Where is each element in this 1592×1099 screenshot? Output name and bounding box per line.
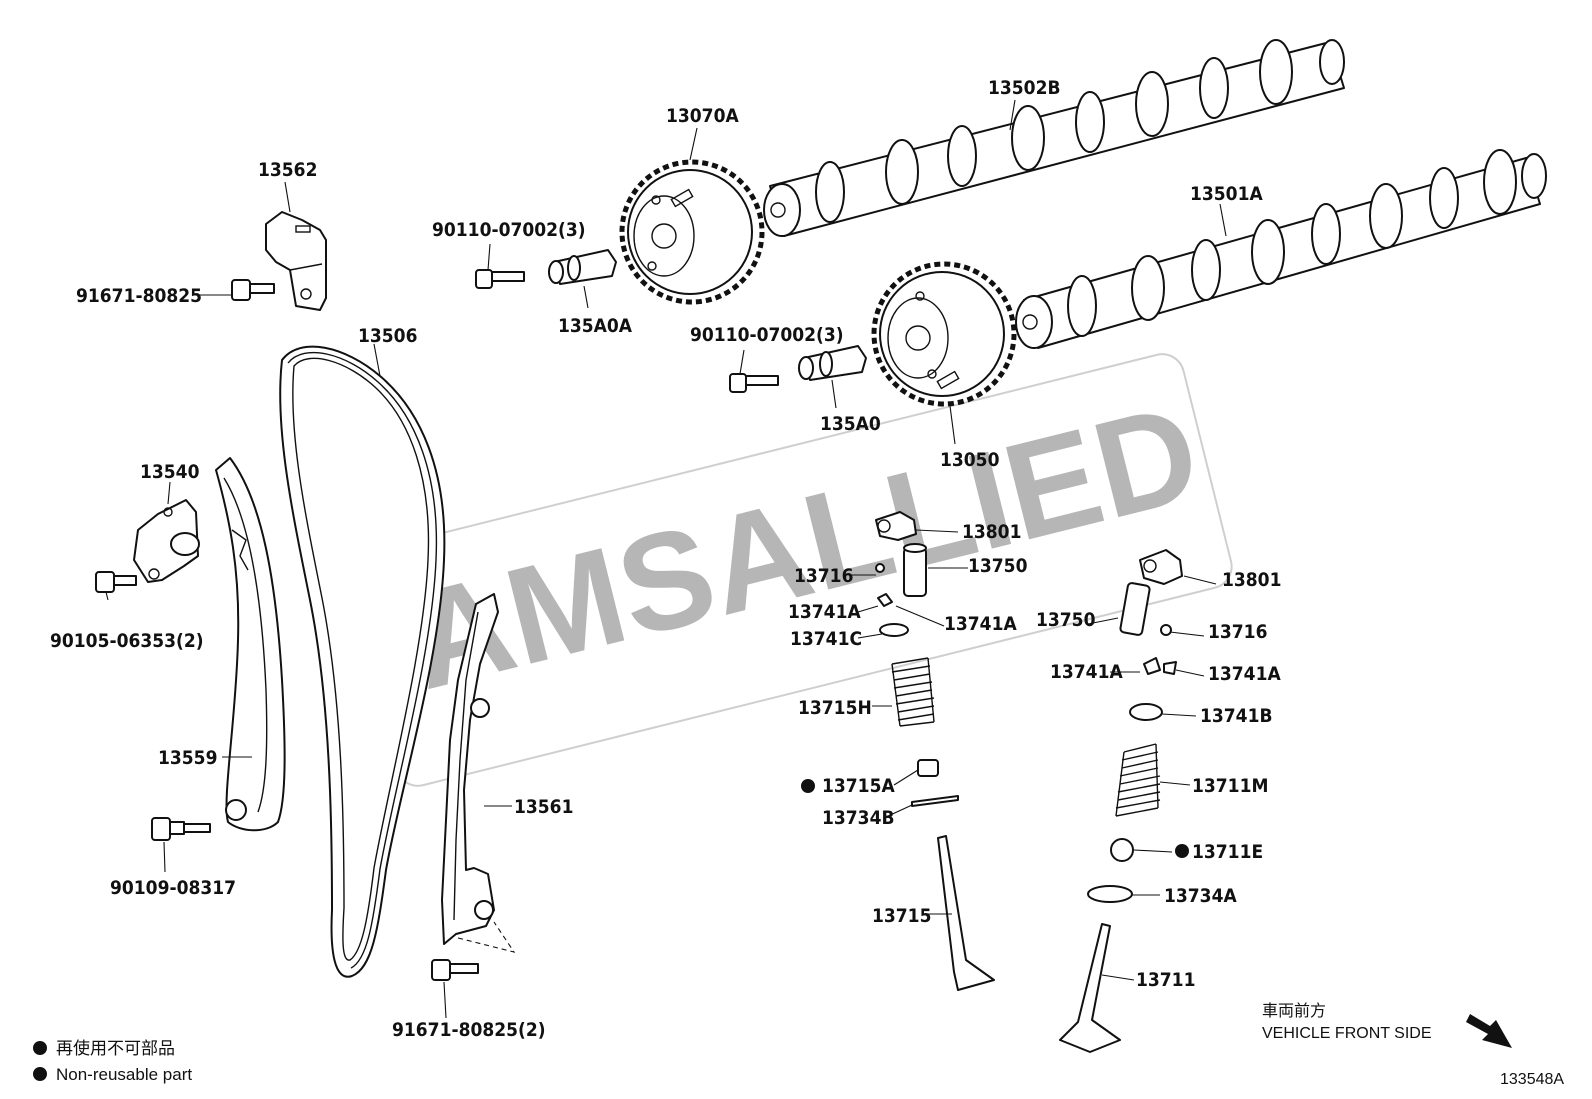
rocker-arm-right <box>1139 549 1183 585</box>
label-91671-80825: 91671-80825 <box>76 285 202 307</box>
label-13741A-right-2: 13741A <box>1208 663 1281 685</box>
camshaft-timing-gear-13070A <box>619 159 765 305</box>
timing-chain <box>279 345 446 978</box>
bolt-91671-80825 <box>231 279 275 301</box>
label-91671-80825-2: 91671-80825(2) <box>392 1019 546 1041</box>
label-13501A: 13501A <box>1190 183 1263 205</box>
lash-adjuster-right <box>1119 582 1151 636</box>
valve-seat-washer-right <box>1087 885 1133 903</box>
label-90110-07002-a: 90110-07002(3) <box>432 219 586 241</box>
label-90110-07002-b: 90110-07002(3) <box>690 324 844 346</box>
vehicle-front-arrow-icon <box>1466 1014 1512 1048</box>
label-13741A-left-2: 13741A <box>944 613 1017 635</box>
label-13716-left: 13716 <box>794 565 853 587</box>
part-labels: 13562 91671-80825 13506 13540 90105-0635… <box>50 77 1281 1041</box>
label-135A0: 135A0 <box>820 413 881 435</box>
legend-bullet-jp <box>33 1041 47 1055</box>
label-13801-right: 13801 <box>1222 569 1281 591</box>
exhaust-valve <box>1059 923 1121 1053</box>
label-13734B: 13734B <box>822 807 895 829</box>
leader-lines <box>105 99 1227 1019</box>
label-13801-left: 13801 <box>962 521 1021 543</box>
legend-text-en: Non-reusable part <box>56 1065 192 1084</box>
valve-seat-washer-left <box>911 795 959 807</box>
label-13715: 13715 <box>872 905 931 927</box>
label-13741A-left-1: 13741A <box>788 601 861 623</box>
label-13711: 13711 <box>1136 969 1195 991</box>
label-13561: 13561 <box>514 796 573 818</box>
lash-adjuster-left <box>903 543 927 597</box>
label-13050: 13050 <box>940 449 1000 471</box>
label-13750-right: 13750 <box>1036 609 1096 631</box>
label-13559: 13559 <box>158 747 217 769</box>
label-13540: 13540 <box>140 461 200 483</box>
bolt-90110-07002-b <box>729 373 779 393</box>
spring-retainer-left <box>879 623 909 637</box>
label-13734A: 13734A <box>1164 885 1237 907</box>
non-reusable-marker-13711E <box>1175 844 1189 858</box>
label-13562: 13562 <box>258 159 317 181</box>
valve-stem-cap-left <box>875 563 885 573</box>
legend-text-jp: 再使用不可部品 <box>56 1038 175 1058</box>
rocker-arm-left <box>875 511 917 541</box>
label-13741B: 13741B <box>1200 705 1273 727</box>
label-13750-left: 13750 <box>968 555 1028 577</box>
valve-stem-cap-right <box>1160 624 1172 636</box>
label-13741C: 13741C <box>790 628 862 650</box>
camshaft-13502B <box>763 39 1345 237</box>
vehicle-front-en: VEHICLE FRONT SIDE <box>1262 1025 1432 1042</box>
bolt-90110-07002-a <box>475 269 525 289</box>
legend-bullet-en <box>33 1067 47 1081</box>
diagram-id: 133548A <box>1500 1071 1564 1088</box>
label-13716-right: 13716 <box>1208 621 1267 643</box>
watermark: AMSALLIED <box>347 353 1233 787</box>
valve-stem-seal-left <box>917 759 939 777</box>
valve-keepers-right <box>1143 657 1177 675</box>
camshaft-13501A <box>1015 149 1547 349</box>
bolt-91671-80825-2 <box>431 959 479 981</box>
label-13506: 13506 <box>358 325 417 347</box>
spring-retainer-right <box>1129 703 1163 721</box>
bolt-90105-06353 <box>95 571 137 593</box>
label-13715A: 13715A <box>822 775 895 797</box>
valve-spring-right <box>1115 743 1161 817</box>
intake-valve <box>937 835 995 991</box>
label-90109-08317: 90109-08317 <box>110 877 236 899</box>
bolt-90109-08317 <box>151 817 211 841</box>
vehicle-front-jp: 車両前方 <box>1262 1002 1326 1020</box>
label-135A0A: 135A0A <box>558 315 633 337</box>
valve-keeper-left <box>877 593 893 607</box>
label-13741A-right-1: 13741A <box>1050 661 1123 683</box>
camshaft-timing-gear-13050 <box>871 261 1017 407</box>
label-13711E: 13711E <box>1192 841 1263 863</box>
chain-damper <box>441 593 516 953</box>
chain-guide-bracket <box>265 211 327 311</box>
legend: 再使用不可部品 Non-reusable part <box>33 1038 192 1084</box>
label-13711M: 13711M <box>1192 775 1268 797</box>
chain-slipper-guide <box>215 457 286 832</box>
non-reusable-marker-13715A <box>801 779 815 793</box>
vehicle-front-indicator: 車両前方 VEHICLE FRONT SIDE <box>1262 1002 1512 1048</box>
label-13715H: 13715H <box>798 697 872 719</box>
valve-stem-seal-right <box>1110 838 1134 862</box>
oil-control-valve-135A0A <box>548 249 617 285</box>
oil-control-valve-135A0 <box>798 345 867 381</box>
label-13070A: 13070A <box>666 105 739 127</box>
valve-spring-left <box>891 657 935 727</box>
chain-tensioner <box>133 499 200 583</box>
label-13502B: 13502B <box>988 77 1061 99</box>
label-90105-06353: 90105-06353(2) <box>50 630 204 652</box>
